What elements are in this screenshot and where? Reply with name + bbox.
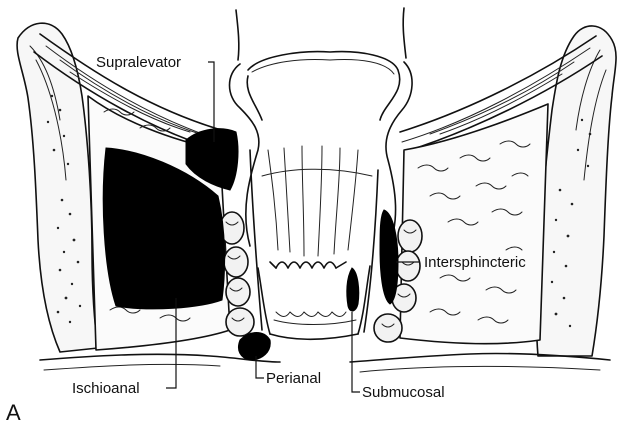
left-pelvic-bone	[17, 23, 98, 352]
right-pelvic-bone	[537, 26, 617, 356]
submucosal-leader	[352, 312, 360, 392]
label-ischioanal: Ischioanal	[72, 380, 140, 397]
label-supralevator: Supralevator	[96, 54, 181, 71]
perianal-abscess	[238, 333, 270, 361]
right-ischioanal-fat	[400, 104, 548, 344]
label-perianal: Perianal	[266, 370, 321, 387]
submucosal-abscess	[347, 268, 359, 311]
perineal-skin	[40, 353, 610, 372]
label-submucosal: Submucosal	[362, 384, 445, 401]
label-intersphincteric: Intersphincteric	[424, 254, 526, 271]
panel-letter: A	[6, 400, 21, 425]
